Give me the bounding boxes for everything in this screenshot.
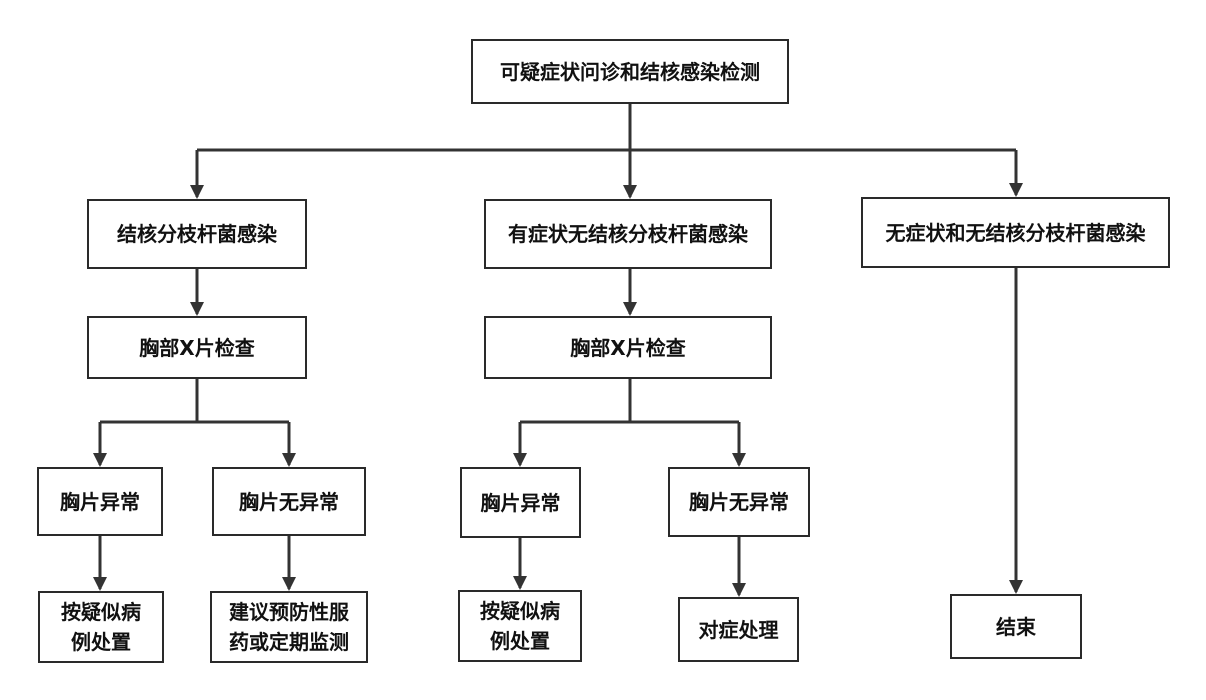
node-b2-chest-xray: 胸部X片检查 <box>484 316 772 379</box>
node-b1-normal-action-line1: 建议预防性服 <box>229 600 349 624</box>
node-asymptomatic-no-infection: 无症状和无结核分枝杆菌感染 <box>861 197 1170 268</box>
node-b2-abnormal-action-line1: 按疑似病 <box>480 599 560 623</box>
node-symptomatic-no-infection-label: 有症状无结核分枝杆菌感染 <box>508 222 748 246</box>
node-b1-chest-xray-label: 胸部X片检查 <box>139 335 255 360</box>
node-b2-xray-abnormal: 胸片异常 <box>460 467 581 538</box>
node-b2-xray-normal-label: 胸片无异常 <box>689 490 789 514</box>
node-b1-abnormal-action-line1: 按疑似病 <box>61 600 141 624</box>
node-b1-chest-xray: 胸部X片检查 <box>87 316 307 379</box>
node-b2-xray-normal: 胸片无异常 <box>668 467 810 537</box>
node-b2-abnormal-action-line2: 例处置 <box>490 629 550 653</box>
node-tb-infection-label: 结核分枝杆菌感染 <box>117 222 277 246</box>
node-end-label: 结束 <box>996 614 1036 639</box>
node-b1-xray-abnormal: 胸片异常 <box>37 467 163 536</box>
node-b2-normal-action-label: 对症处理 <box>698 617 779 642</box>
node-b2-chest-xray-label: 胸部X片检查 <box>570 335 686 360</box>
node-b2-normal-action: 对症处理 <box>678 597 799 662</box>
node-symptomatic-no-infection: 有症状无结核分枝杆菌感染 <box>484 199 772 269</box>
node-b1-abnormal-action-line2: 例处置 <box>71 630 131 654</box>
node-b1-normal-action-line2: 药或定期监测 <box>229 630 349 654</box>
node-root: 可疑症状问诊和结核感染检测 <box>471 39 789 104</box>
node-b2-abnormal-action: 按疑似病 例处置 <box>458 590 582 662</box>
node-tb-infection: 结核分枝杆菌感染 <box>87 199 307 269</box>
node-end: 结束 <box>950 594 1082 659</box>
node-b1-xray-normal: 胸片无异常 <box>212 467 366 536</box>
node-root-label: 可疑症状问诊和结核感染检测 <box>500 59 760 84</box>
node-b1-xray-normal-label: 胸片无异常 <box>239 489 339 514</box>
node-b1-normal-action: 建议预防性服 药或定期监测 <box>210 591 368 663</box>
node-asymptomatic-no-infection-label: 无症状和无结核分枝杆菌感染 <box>885 220 1146 245</box>
node-b1-xray-abnormal-label: 胸片异常 <box>60 489 140 514</box>
node-b1-abnormal-action: 按疑似病 例处置 <box>38 591 164 663</box>
node-b2-xray-abnormal-label: 胸片异常 <box>480 490 561 515</box>
